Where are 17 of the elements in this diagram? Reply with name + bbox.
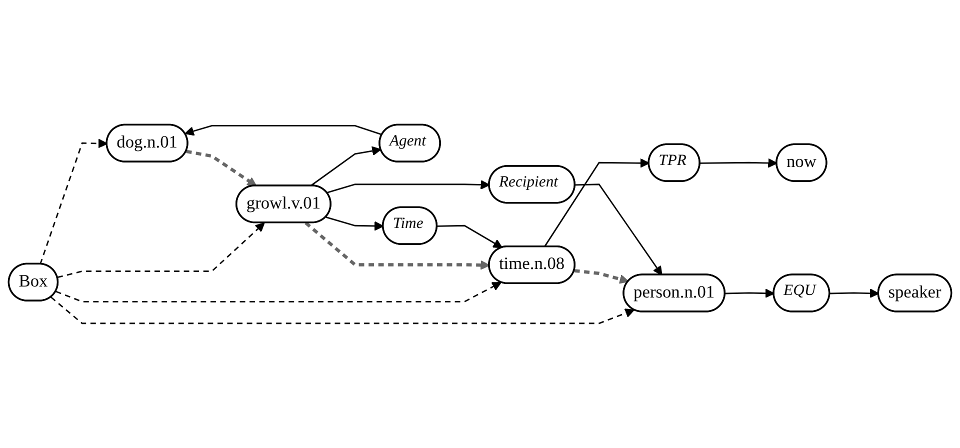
arrow — [830, 288, 880, 298]
arrow — [56, 282, 502, 302]
arrow — [575, 184, 662, 276]
arrow — [40, 138, 108, 264]
arrow — [725, 288, 774, 298]
arrow — [310, 146, 382, 187]
arrow — [304, 222, 490, 270]
arrow — [184, 125, 382, 136]
arrow — [50, 296, 635, 324]
arrow — [700, 158, 778, 168]
arrow — [544, 158, 650, 248]
arrow — [574, 269, 629, 284]
arrow — [326, 180, 490, 194]
arrow — [326, 216, 384, 231]
arrow — [57, 222, 265, 278]
arrow — [437, 224, 503, 248]
arrow — [186, 150, 257, 186]
